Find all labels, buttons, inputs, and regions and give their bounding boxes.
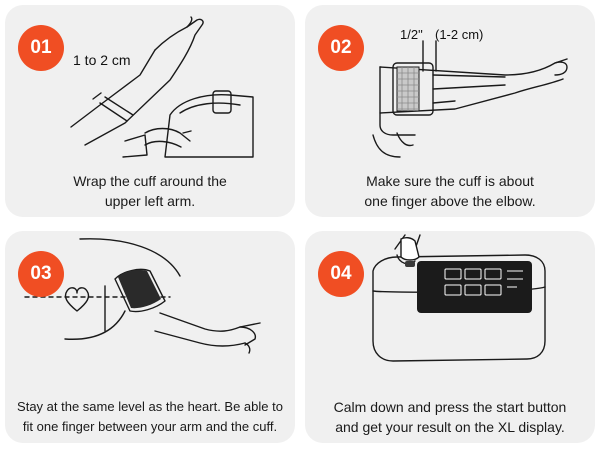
step-number-badge: 04 — [318, 251, 364, 297]
heart-level-illustration — [24, 238, 261, 354]
cuff-position-illustration — [372, 40, 568, 158]
caption-line: one finger above the elbow. — [364, 193, 536, 209]
heart-icon — [64, 287, 90, 312]
step-card-3: 03 Stay at the same level as the heart. … — [5, 231, 295, 443]
caption-line: and get your result on the XL display. — [335, 419, 565, 435]
monitor-press-illustration — [372, 234, 546, 362]
step-number-badge: 03 — [18, 251, 64, 297]
distance-annotation: 1 to 2 cm — [73, 52, 131, 68]
caption-line: upper left arm. — [104, 193, 196, 209]
step-caption: Make sure the cuff is about one finger a… — [305, 171, 595, 211]
step-caption: Calm down and press the start button and… — [305, 397, 595, 437]
step-card-1: 01 1 to 2 cm Wrap the cuff around the up… — [5, 5, 295, 217]
caption-line: Make sure the cuff is about — [366, 173, 534, 189]
caption-line: Calm down and press the start button — [333, 399, 567, 415]
caption-line: Wrap the cuff around the — [73, 173, 227, 189]
cm-annotation: (1-2 cm) — [435, 27, 484, 42]
caption-line: Stay at the same level as the heart. Be … — [17, 399, 283, 414]
caption-line: fit one finger between your arm and the … — [22, 419, 278, 434]
inch-annotation: 1/2" — [400, 27, 423, 42]
step-number-badge: 01 — [18, 25, 64, 71]
step-number-badge: 02 — [318, 25, 364, 71]
step-card-4: 04 Calm down and press the start button … — [305, 231, 595, 443]
step-caption: Stay at the same level as the heart. Be … — [5, 397, 295, 437]
step-caption: Wrap the cuff around the upper left arm. — [5, 171, 295, 211]
step-card-2: 02 1/2" (1-2 cm) Make sure the cuff is a… — [305, 5, 595, 217]
arm-cuff-wrap-illustration — [70, 16, 254, 158]
